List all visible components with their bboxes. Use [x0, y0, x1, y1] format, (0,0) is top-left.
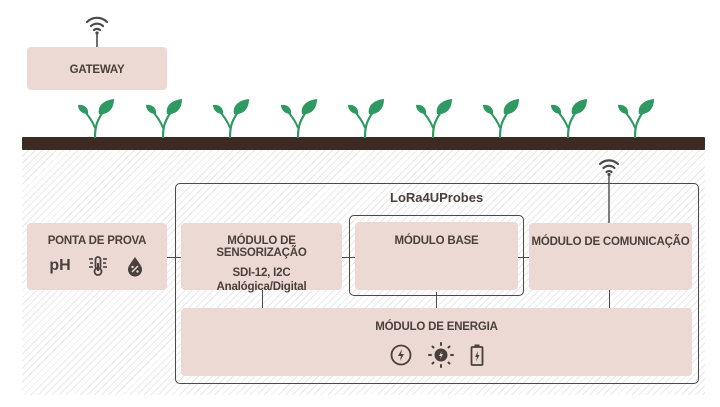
plant-icon [212, 98, 250, 138]
sensing-protocols: SDI-12, I2C [232, 267, 291, 279]
base-module-box: MÓDULO BASE [355, 222, 518, 290]
plant-icon [145, 98, 183, 138]
plant-icon [77, 98, 115, 138]
sensing-signal-type: Analógica/Digital [216, 281, 307, 293]
base-module-frame [349, 215, 524, 296]
plant-icon [617, 98, 655, 138]
plant-icon [415, 98, 453, 138]
comm-module-box: MÓDULO DE COMUNICAÇÃO [529, 223, 692, 290]
connector-comm-energy [609, 290, 611, 308]
lora4uprobes-frame [175, 183, 699, 384]
connector-sensing-energy [262, 290, 264, 308]
probe-box: PONTA DE PROVA pH [27, 223, 167, 290]
comm-title: MÓDULO DE COMUNICAÇÃO [531, 236, 690, 248]
sensing-title: MÓDULO DE SENSORIZAÇÃO [216, 235, 307, 259]
connector-base-energy [436, 292, 438, 308]
energy-module-box: MÓDULO DE ENERGIA [181, 308, 692, 376]
system-title: LoRa4UProbes [390, 190, 484, 205]
plant-icon [280, 98, 318, 138]
plant-icon [550, 98, 588, 138]
sensing-module-box: MÓDULO DE SENSORIZAÇÃO SDI-12, I2C Analó… [181, 223, 342, 293]
power-icon [389, 343, 413, 367]
humidity-drop-icon [125, 255, 145, 277]
gateway-box: GATEWAY [27, 47, 167, 90]
plant-icon [482, 98, 520, 138]
plant-icon [347, 98, 385, 138]
energy-title: MÓDULO DE ENERGIA [375, 321, 498, 333]
gateway-wifi-icon [84, 13, 110, 47]
probe-title: PONTA DE PROVA [47, 235, 147, 247]
soil-line [22, 137, 705, 150]
thermometer-icon [87, 255, 109, 277]
connector-probe-sensing [167, 257, 181, 259]
battery-icon [469, 343, 485, 367]
solar-icon [427, 341, 455, 369]
ph-icon: pH [49, 257, 71, 274]
base-title: MÓDULO BASE [394, 235, 479, 247]
comm-wifi-icon [596, 157, 622, 227]
gateway-label: GATEWAY [69, 64, 125, 76]
